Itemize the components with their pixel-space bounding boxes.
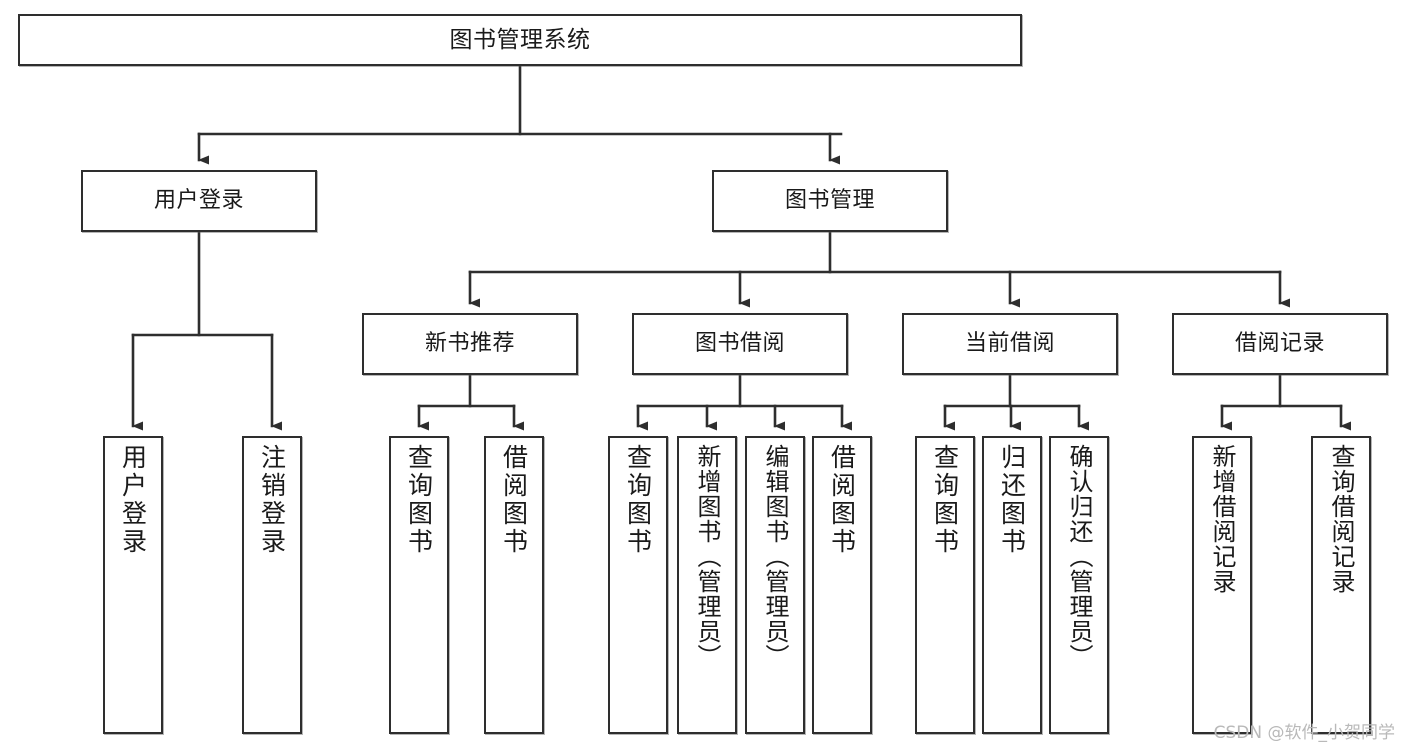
- node-label: 编辑图书（管理员）: [761, 444, 789, 669]
- leaf-query-books-borrow[interactable]: 查询图书: [608, 436, 668, 734]
- node-label: 图书管理系统: [449, 26, 591, 53]
- leaf-return-books[interactable]: 归还图书: [982, 436, 1042, 734]
- node-book-borrowing[interactable]: 图书借阅: [632, 313, 848, 375]
- node-label: 查询图书: [930, 444, 960, 556]
- node-user-login[interactable]: 用户登录: [81, 170, 317, 232]
- leaf-query-books-current[interactable]: 查询图书: [915, 436, 975, 734]
- leaf-borrow-books[interactable]: 借阅图书: [812, 436, 872, 734]
- node-label: 归还图书: [997, 444, 1027, 556]
- node-book-management[interactable]: 图书管理: [712, 170, 948, 232]
- leaf-confirm-return-admin[interactable]: 确认归还（管理员）: [1049, 436, 1109, 734]
- node-label: 图书借阅: [694, 331, 785, 357]
- node-label: 图书管理: [784, 188, 875, 214]
- node-label: 注销登录: [257, 444, 287, 556]
- node-label: 查询图书: [404, 444, 434, 556]
- leaf-query-books-recommend[interactable]: 查询图书: [389, 436, 449, 734]
- node-borrowing-record[interactable]: 借阅记录: [1172, 313, 1388, 375]
- node-label: 查询借阅记录: [1327, 444, 1355, 594]
- leaf-user-login[interactable]: 用户登录: [103, 436, 163, 734]
- leaf-add-borrow-record[interactable]: 新增借阅记录: [1192, 436, 1252, 734]
- node-new-book-recommendation[interactable]: 新书推荐: [362, 313, 578, 375]
- node-current-borrowing[interactable]: 当前借阅: [902, 313, 1118, 375]
- watermark-text: CSDN @软件_小贺同学: [1213, 723, 1395, 743]
- leaf-borrow-books-recommend[interactable]: 借阅图书: [484, 436, 544, 734]
- leaf-query-borrow-record[interactable]: 查询借阅记录: [1311, 436, 1371, 734]
- node-label: 借阅图书: [827, 444, 857, 556]
- leaf-logout[interactable]: 注销登录: [242, 436, 302, 734]
- leaf-add-book-admin[interactable]: 新增图书（管理员）: [677, 436, 737, 734]
- node-label: 新增借阅记录: [1208, 444, 1236, 594]
- node-label: 用户登录: [118, 444, 148, 556]
- node-root-book-management-system[interactable]: 图书管理系统: [18, 14, 1022, 66]
- node-label: 新书推荐: [424, 331, 515, 357]
- node-label: 借阅图书: [499, 444, 529, 556]
- node-label: 借阅记录: [1234, 331, 1325, 357]
- node-label: 用户登录: [153, 188, 244, 214]
- node-label: 确认归还（管理员）: [1065, 444, 1093, 669]
- node-label: 当前借阅: [964, 331, 1055, 357]
- leaf-edit-book-admin[interactable]: 编辑图书（管理员）: [745, 436, 805, 734]
- node-label: 查询图书: [623, 444, 653, 556]
- node-label: 新增图书（管理员）: [693, 444, 721, 669]
